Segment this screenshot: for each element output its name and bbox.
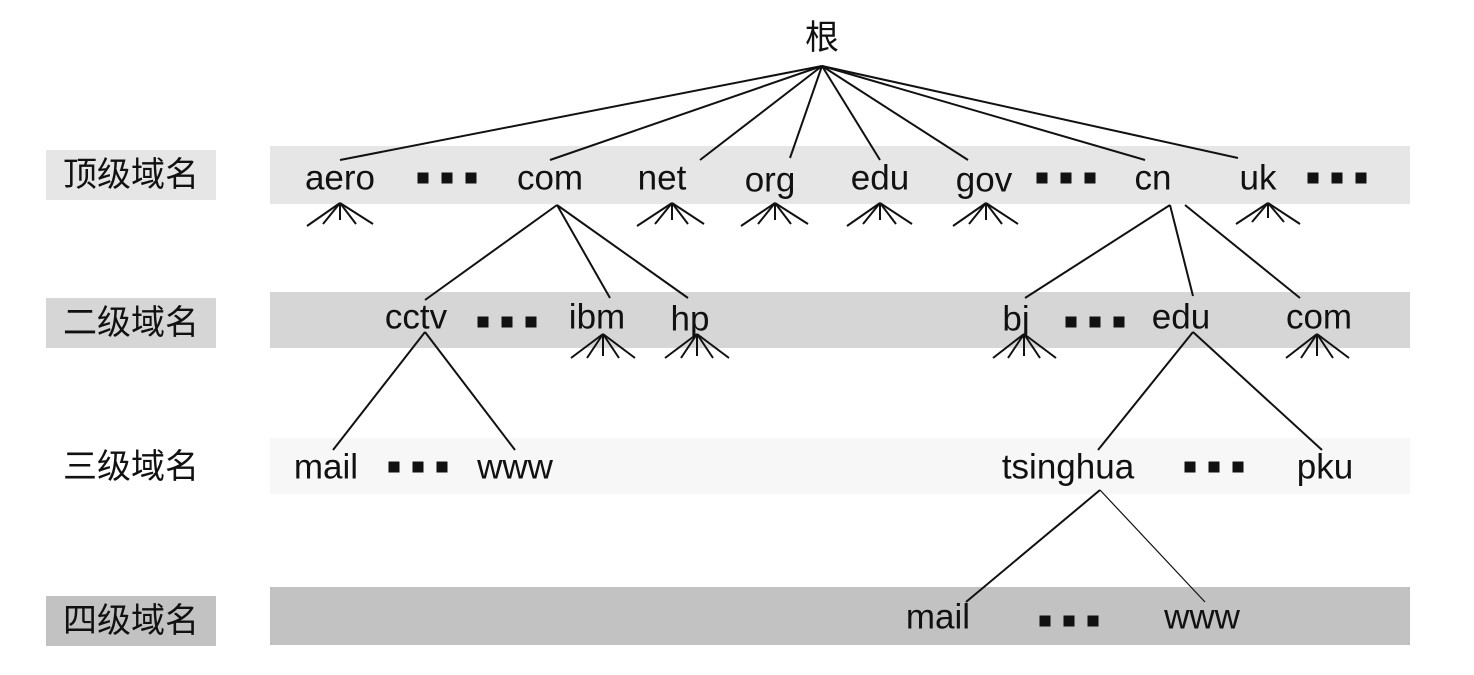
fan-bj [992, 333, 1057, 359]
node-www-third: www [477, 447, 553, 487]
node-pku: pku [1296, 447, 1354, 487]
edge-com-cctv [424, 204, 558, 301]
fan-gov [952, 202, 1019, 227]
fan-edu-top [846, 202, 913, 227]
edge-root-edu [821, 65, 881, 161]
root-node: 根 [805, 18, 839, 58]
level-label-top: 顶级域名 [46, 150, 216, 200]
root-edges [339, 65, 1239, 161]
edge-tsinghua-mail [965, 489, 1101, 603]
edge-root-gov [821, 65, 969, 161]
cctv-edges [332, 331, 516, 451]
edge-com-hp [556, 204, 689, 299]
ellipsis-top-1 [417, 172, 477, 184]
level-label-second: 二级域名 [46, 298, 216, 348]
node-com-second: com [1285, 297, 1353, 337]
ellipsis-second-2 [1065, 316, 1125, 328]
ellipsis-second-1 [477, 316, 537, 328]
edge-root-uk [821, 65, 1239, 159]
node-www-fourth: www [1164, 597, 1240, 637]
cn-edges [1024, 204, 1301, 299]
edge-edu-tsinghua [1097, 331, 1194, 451]
node-org: org [744, 160, 796, 200]
node-hp: hp [670, 299, 710, 339]
edge-cn-edu [1169, 204, 1194, 297]
third-level-band [270, 438, 1410, 494]
edge-edu-pku [1192, 331, 1323, 451]
ellipsis-third-1 [388, 461, 448, 473]
node-net: net [637, 158, 687, 198]
ellipsis-top-3 [1307, 172, 1367, 184]
edu-edges [1097, 331, 1323, 451]
edge-root-org [789, 65, 823, 159]
edge-com-ibm [556, 204, 611, 299]
fan-aero [306, 202, 374, 227]
fan-com-second [1285, 333, 1350, 359]
node-aero: aero [304, 158, 376, 198]
node-gov: gov [955, 160, 1013, 200]
fan-uk [1235, 202, 1301, 225]
edge-cctv-mail [332, 331, 426, 451]
node-tsinghua: tsinghua [1001, 447, 1135, 487]
node-cn: cn [1134, 158, 1172, 198]
ellipsis-third-2 [1184, 461, 1244, 473]
ellipsis-top-2 [1036, 172, 1096, 184]
node-edu-second: edu [1151, 297, 1211, 337]
edge-cn-bj [1024, 204, 1171, 299]
tsinghua-edges [965, 489, 1206, 603]
fourth-level-band [270, 587, 1410, 645]
second-level-band [270, 292, 1410, 348]
edge-tsinghua-www [1099, 489, 1206, 603]
node-uk: uk [1239, 158, 1277, 198]
fan-hp [664, 333, 730, 359]
level-label-fourth: 四级域名 [46, 596, 216, 646]
node-cctv: cctv [384, 297, 448, 337]
node-mail-third: mail [293, 447, 359, 487]
node-bj: bj [1002, 299, 1030, 339]
edge-cctv-www [424, 331, 516, 451]
com-edges [424, 204, 689, 301]
top-level-band [270, 146, 1410, 204]
edge-root-com [549, 65, 823, 161]
node-com: com [516, 158, 584, 198]
fan-ibm [570, 333, 636, 359]
level-label-third: 三级域名 [63, 447, 199, 487]
edge-cn-com [1184, 204, 1301, 299]
edge-root-net [699, 65, 823, 161]
node-mail-fourth: mail [905, 597, 971, 637]
fan-org [740, 202, 809, 227]
node-ibm: ibm [568, 297, 626, 337]
node-edu-top: edu [850, 158, 910, 198]
ellipsis-fourth [1039, 615, 1099, 627]
fan-net [636, 202, 705, 227]
edge-root-cn [821, 65, 1146, 161]
edge-root-aero [339, 65, 823, 161]
